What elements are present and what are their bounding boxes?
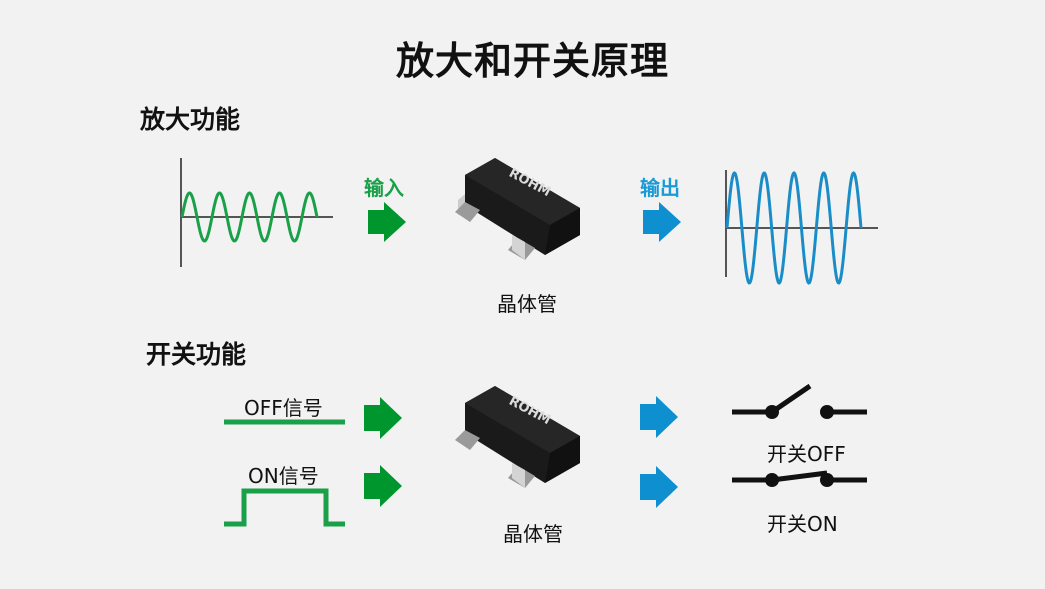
on-signal-label: ON信号 bbox=[248, 464, 319, 488]
input-arrow-icon bbox=[368, 202, 406, 242]
input-label: 输入 bbox=[364, 176, 404, 200]
output-arrow-icon bbox=[643, 202, 681, 242]
output-waveform bbox=[725, 170, 878, 285]
switching-heading: 开关功能 bbox=[146, 340, 247, 369]
on-input-arrow-icon bbox=[364, 465, 402, 507]
switch-on-label: 开关ON bbox=[767, 512, 838, 536]
on-signal-pulse bbox=[224, 488, 345, 527]
switch-on-symbol bbox=[732, 470, 867, 487]
off-signal-label: OFF信号 bbox=[244, 396, 323, 420]
transistor-image: ROHM bbox=[455, 158, 580, 260]
transistor-image-switching: ROHM bbox=[455, 386, 580, 488]
transistor-label-switching: 晶体管 bbox=[503, 522, 563, 546]
off-output-arrow-icon bbox=[640, 396, 678, 438]
input-sine-wave bbox=[180, 191, 319, 243]
transistor-label: 晶体管 bbox=[497, 292, 557, 316]
output-label: 输出 bbox=[640, 176, 680, 200]
page-title: 放大和开关原理 bbox=[395, 39, 669, 83]
switch-off-symbol bbox=[732, 383, 867, 419]
output-sine-wave bbox=[725, 171, 863, 285]
off-input-arrow-icon bbox=[364, 397, 402, 439]
on-output-arrow-icon bbox=[640, 466, 678, 508]
amplify-heading: 放大功能 bbox=[140, 105, 241, 134]
off-signal-line bbox=[224, 419, 345, 425]
input-waveform bbox=[180, 158, 333, 267]
switch-off-label: 开关OFF bbox=[767, 442, 846, 466]
